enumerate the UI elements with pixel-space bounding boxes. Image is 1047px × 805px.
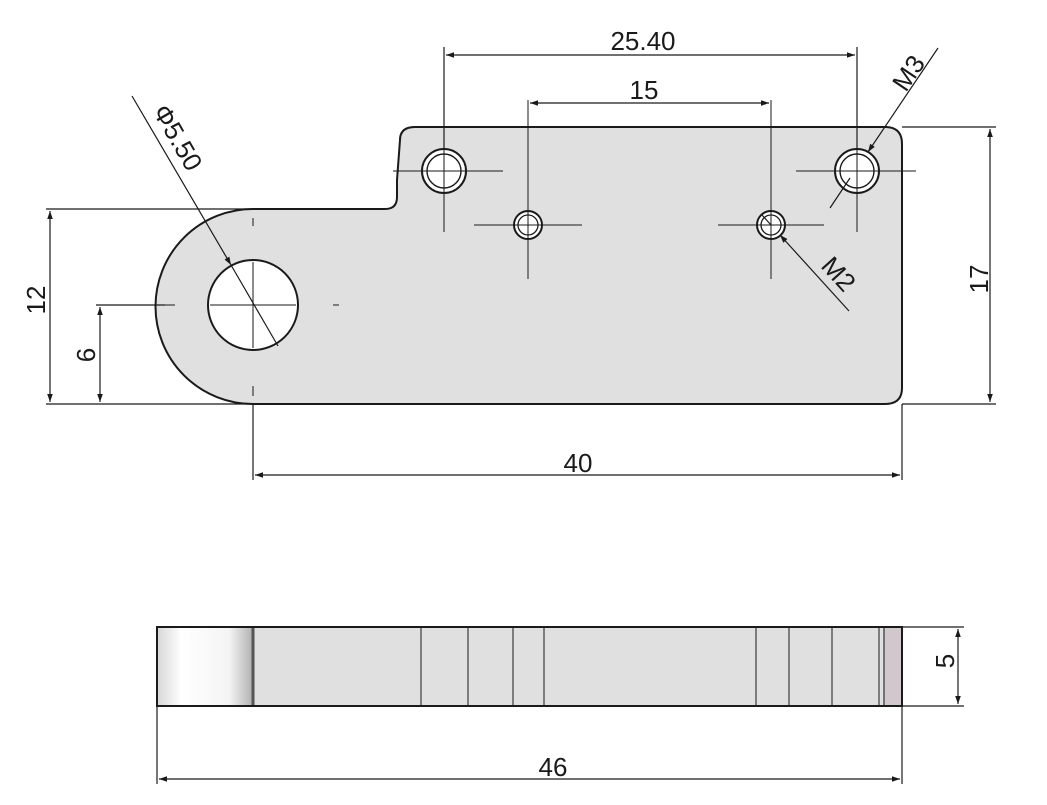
m2-hole-left (474, 100, 582, 279)
dim-40: 40 (252, 404, 903, 480)
dim-25-40-text: 25.40 (610, 26, 675, 56)
dim-6: 6 (71, 304, 165, 402)
side-right-cap (883, 628, 901, 705)
side-body (156, 626, 903, 707)
dim-46-text: 46 (539, 752, 568, 782)
large-hole-centerlines (165, 218, 339, 396)
dim-5: 5 (902, 626, 964, 707)
part-outline-top (154, 126, 903, 405)
dim-25-40: 25.40 (443, 26, 858, 150)
top-view: 25.40 15 M3 Φ5.50 M2 (21, 26, 996, 480)
dim-40-text: 40 (564, 448, 593, 478)
dim-17: 17 (902, 126, 996, 405)
side-hole-lines (420, 627, 885, 706)
dim-6-text: 6 (71, 348, 101, 362)
dim-17-text: 17 (964, 265, 994, 294)
dim-5-text: 5 (930, 654, 960, 668)
side-rounded-end (158, 628, 253, 705)
dim-15: 15 (530, 75, 769, 106)
dim-12-text: 12 (21, 286, 51, 315)
side-view: 5 46 (156, 626, 964, 784)
dim-12: 12 (21, 208, 253, 405)
dim-15-text: 15 (630, 75, 659, 105)
dim-46: 46 (156, 706, 903, 784)
m3-label: M3 (886, 50, 931, 97)
